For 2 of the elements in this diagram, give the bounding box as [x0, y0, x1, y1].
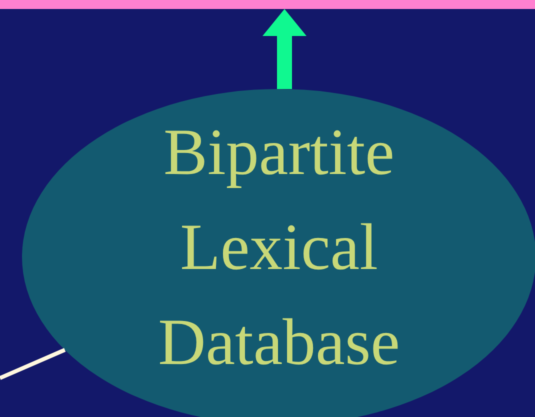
node-label: Bipartite Lexical Database [157, 115, 401, 381]
top-bar [0, 0, 535, 9]
